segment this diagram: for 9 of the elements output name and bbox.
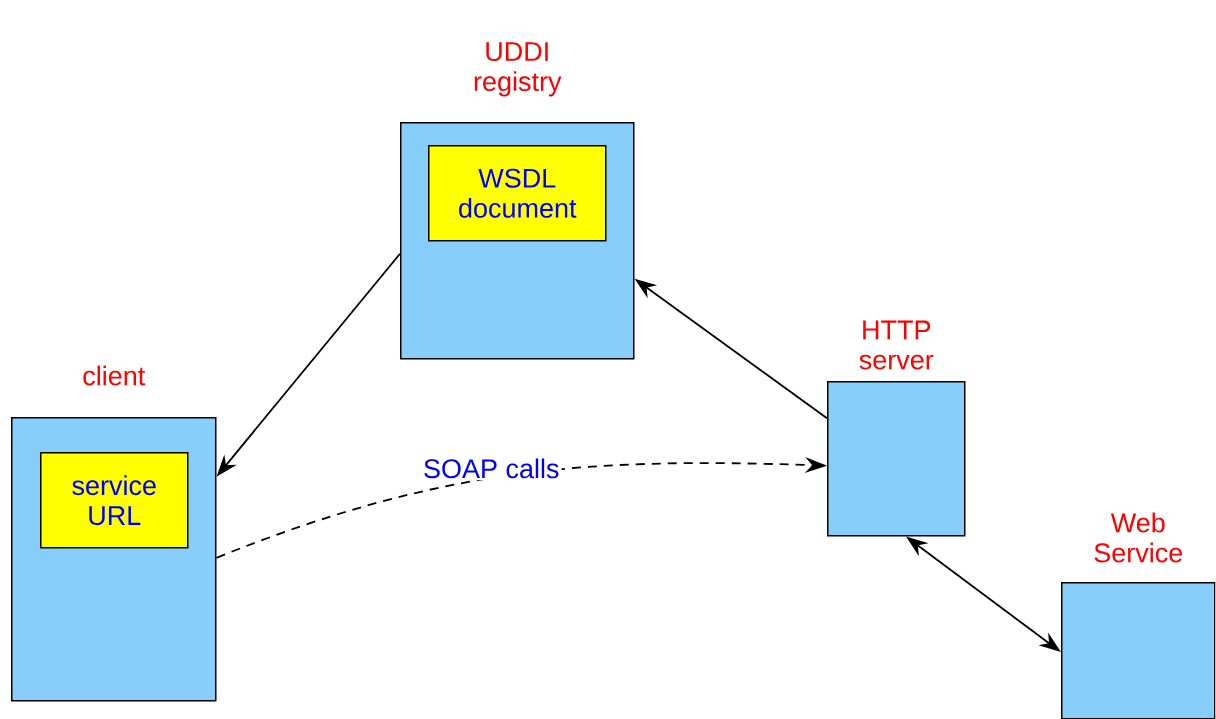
node-label: HTTP server [859, 320, 934, 370]
system-box: Web Service [1061, 512, 1216, 719]
system-box: HTTP server [827, 320, 966, 537]
node-label: Web Service [1094, 512, 1183, 563]
edge-label: SOAP calls [420, 456, 562, 481]
document-box: service URL [40, 452, 189, 549]
document-box: WSDL document [428, 145, 607, 242]
node-label: UDDI registry [474, 42, 562, 97]
node-label: client [83, 365, 146, 386]
